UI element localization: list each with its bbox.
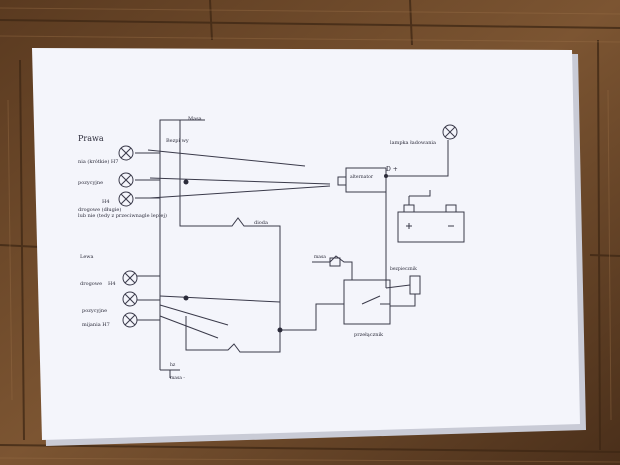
label-alternator: alternator [350,174,374,180]
label-masa-mid: masa [314,255,326,260]
circuit-wires [128,119,465,378]
lamp-left-high [122,270,138,286]
label-right-position: pozycyjne [78,180,103,186]
label-lewa: Lewa [80,254,94,260]
label-bezpiecznik-top: Bezpi wy [166,138,189,144]
label-left-high-beam: drogowe [80,281,102,287]
label-switch: przełącznik [354,332,384,338]
label-d-plus: D + [386,166,398,173]
lamp-left-position [122,291,138,307]
paper [32,48,580,440]
label-right-high-note: lub nie (tedy z przeciwnagle lepiej) [78,212,167,219]
label-left-low-beam: mijania H7 [82,322,110,328]
battery-marks [406,223,454,229]
lamp-charge [442,124,458,140]
label-right-high-beam: drogowe (długie) [78,206,121,213]
lamp-left-low [122,312,138,328]
label-dioda-1: dioda [254,220,268,226]
label-bezpiecznik-right: bezpiecznik [390,266,417,272]
label-prawa: Prawa [78,134,104,143]
lamp-right-position [118,172,134,188]
label-charge-lamp: lampka ładowania [390,140,436,146]
label-masa-bottom: masa - [170,376,185,381]
lamp-right-low [118,145,134,161]
label-left-h4: H4 [108,281,116,287]
label-right-h4: H4 [102,199,110,205]
label-bottom-hz: hz [170,362,176,368]
junction-dots [183,174,388,333]
lamp-right-high [118,191,134,207]
lamp-symbols [118,124,458,328]
label-left-position: pozycyjne [82,308,107,314]
label-right-low-beam: nia (krótkie) H7 [78,158,118,165]
label-masa-top: Masa [188,116,202,122]
